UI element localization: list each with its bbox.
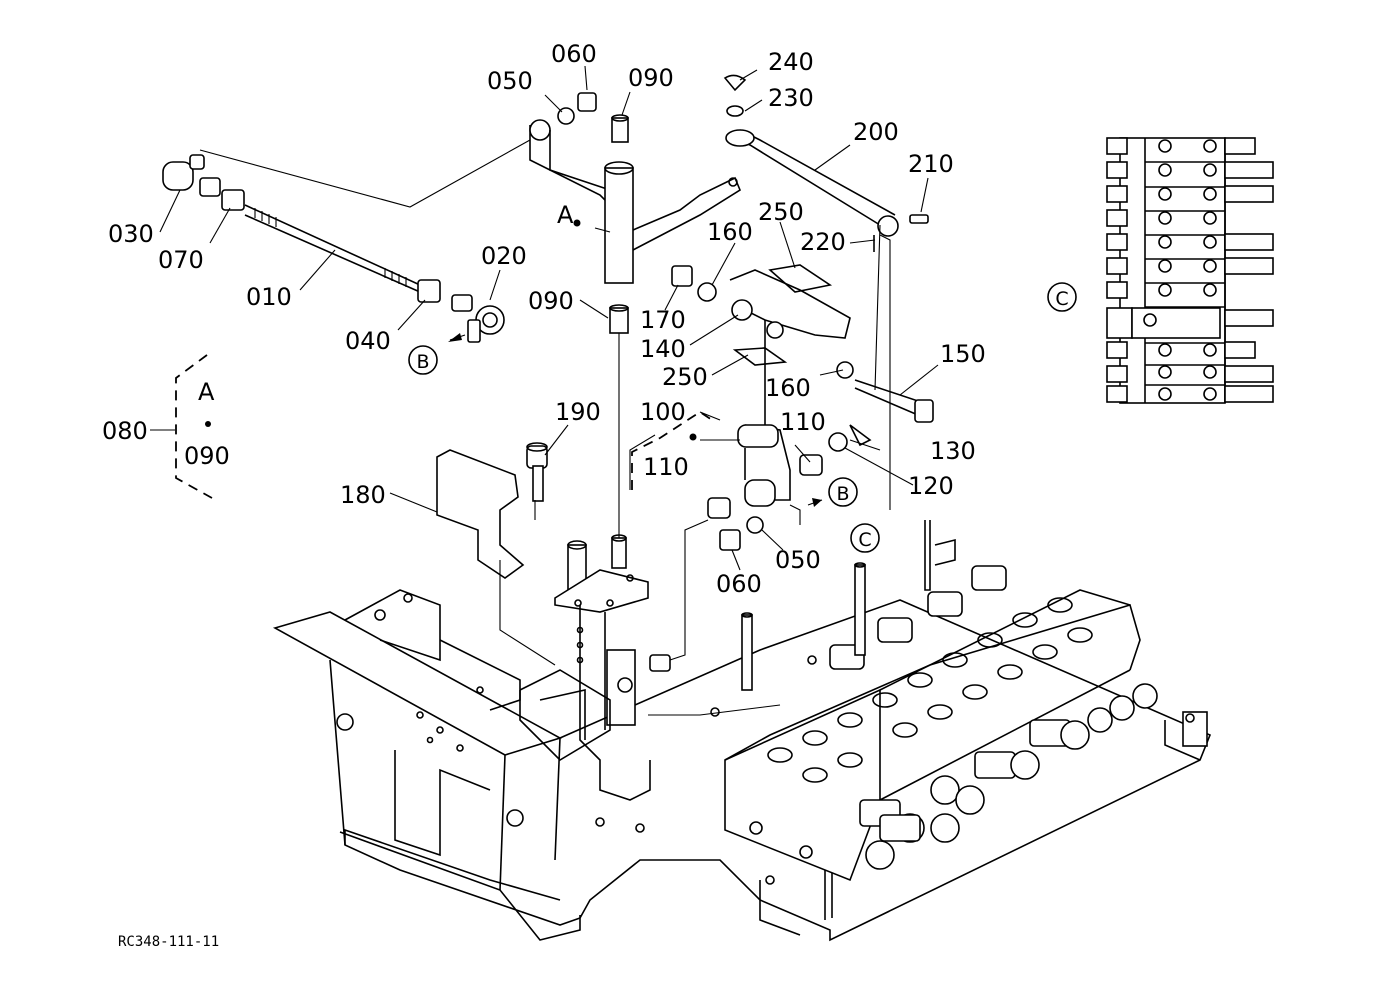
callout-010: 010 xyxy=(246,283,292,311)
valve-fittings xyxy=(859,683,1158,870)
callout-130: 130 xyxy=(930,437,976,465)
callout-100: 100 xyxy=(640,398,686,426)
callout-020: 020 xyxy=(481,242,527,270)
callout-050-bottom: 050 xyxy=(775,546,821,574)
detail-bracket-100 xyxy=(631,410,713,490)
leader-lines xyxy=(150,65,1125,716)
callout-230: 230 xyxy=(768,84,814,112)
inset-valve-detail xyxy=(1106,137,1274,404)
reference-dots xyxy=(205,219,697,441)
callout-110-left: 110 xyxy=(643,453,689,481)
callout-190: 190 xyxy=(555,398,601,426)
drawing-reference-code: RC348-111-11 xyxy=(118,934,219,950)
marker-b-left: B xyxy=(408,345,438,375)
marker-c-main-label: C xyxy=(858,529,871,551)
marker-c-inset-label: C xyxy=(1055,288,1068,310)
callout-170: 170 xyxy=(640,306,686,334)
callout-150: 150 xyxy=(940,340,986,368)
marker-b-left-label: B xyxy=(416,351,429,373)
control-valve-bank xyxy=(724,565,1158,882)
callout-050-top: 050 xyxy=(487,67,533,95)
callout-160-bottom: 160 xyxy=(765,374,811,402)
callout-030: 030 xyxy=(108,220,154,248)
marker-b-right: B xyxy=(828,477,858,507)
marker-a-main: A xyxy=(557,201,574,229)
callout-110-right: 110 xyxy=(780,408,826,436)
marker-c-inset: C xyxy=(1047,282,1077,312)
linkage-parts xyxy=(162,74,934,579)
callout-070: 070 xyxy=(158,246,204,274)
inset-rows xyxy=(1106,137,1274,403)
callout-090-middle: 090 xyxy=(528,287,574,315)
callout-250-top: 250 xyxy=(758,198,804,226)
callout-090-top: 090 xyxy=(628,64,674,92)
callout-labels: 010 020 030 040 050 050 060 060 070 080 … xyxy=(102,40,986,598)
callout-180: 180 xyxy=(340,481,386,509)
callout-210: 210 xyxy=(908,150,954,178)
callout-140: 140 xyxy=(640,335,686,363)
marker-c-main: C xyxy=(850,523,880,553)
marker-a-detail: A xyxy=(198,378,215,406)
chassis-frame xyxy=(272,589,581,941)
callout-240: 240 xyxy=(768,48,814,76)
callout-060-bottom: 060 xyxy=(716,570,762,598)
callout-120: 120 xyxy=(908,472,954,500)
callout-220: 220 xyxy=(800,228,846,256)
rod-threads xyxy=(254,208,407,287)
callout-060-top: 060 xyxy=(551,40,597,68)
callout-250-bottom: 250 xyxy=(662,363,708,391)
callout-090-detail: 090 xyxy=(184,442,230,470)
callout-040: 040 xyxy=(345,327,391,355)
marker-b-right-label: B xyxy=(836,483,849,505)
callout-200: 200 xyxy=(853,118,899,146)
base-plate xyxy=(559,599,1212,942)
detail-bracket-a xyxy=(175,354,213,499)
callout-160-top: 160 xyxy=(707,218,753,246)
pivot-stand xyxy=(519,520,956,801)
callout-080: 080 xyxy=(102,417,148,445)
